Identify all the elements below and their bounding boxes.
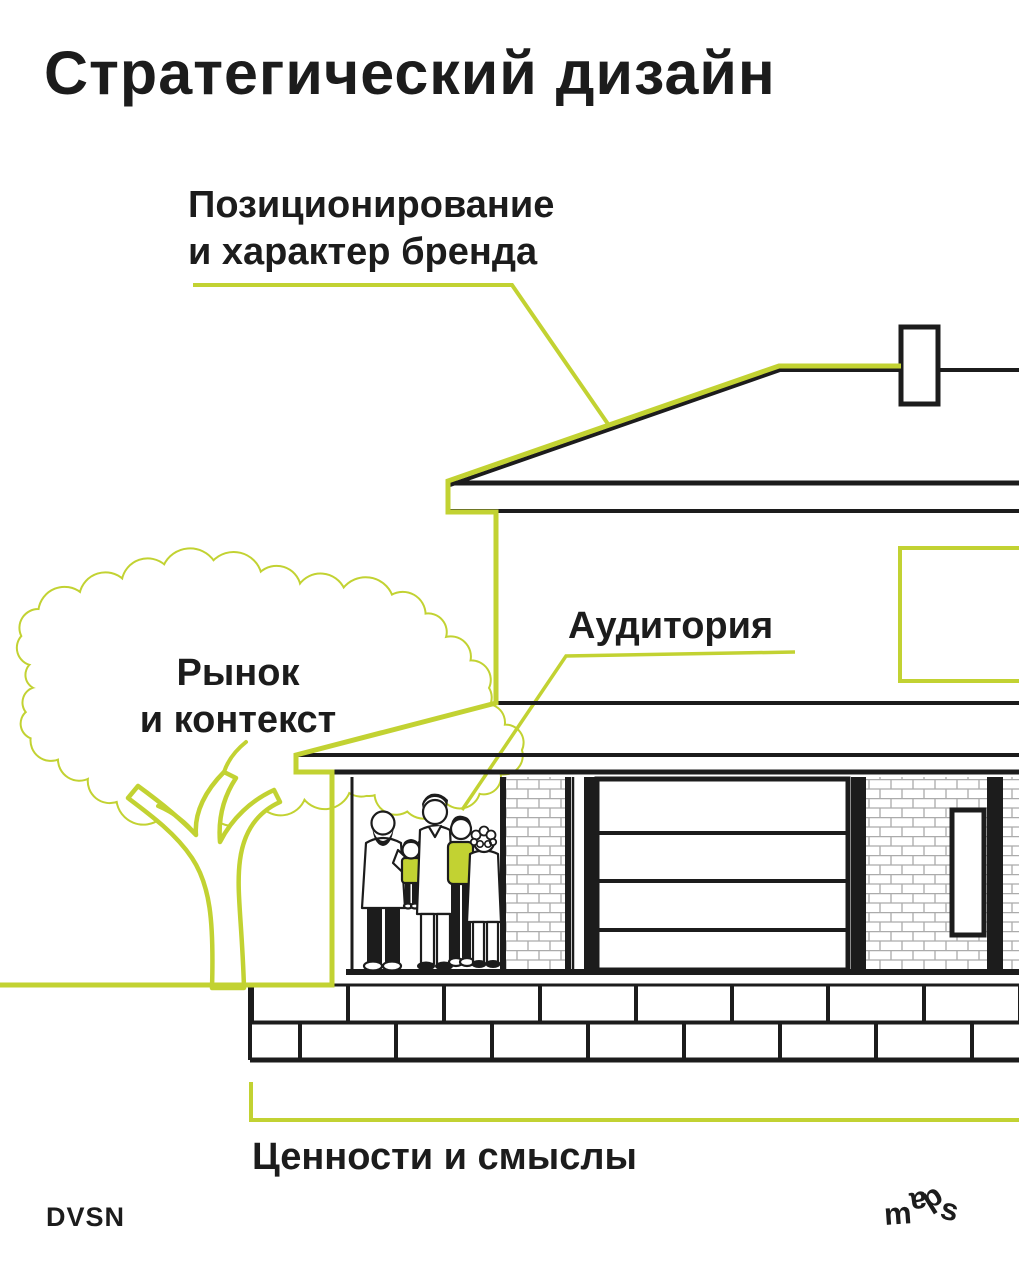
tree-trunk: [125, 769, 283, 991]
label-values: Ценности и смыслы: [252, 1136, 637, 1178]
label-positioning-line1: Позиционирование: [188, 184, 555, 226]
family-illustration: [360, 793, 503, 972]
house-illustration: [0, 324, 1019, 1063]
garage-door: [594, 776, 851, 973]
pointer-values: [249, 1082, 1019, 1122]
glasses-icon: [475, 839, 492, 848]
brand-dvsn: DVSN: [46, 1202, 126, 1232]
garage-right-post: [851, 777, 866, 970]
narrow-window: [949, 807, 987, 938]
label-positioning-line2: и характер бренда: [188, 231, 538, 273]
tree-twigs: [156, 740, 248, 837]
brick-pillar-left-edge: [500, 777, 506, 970]
man-figure: [415, 793, 456, 971]
door-left-post: [584, 777, 596, 970]
mads-letter-m: m: [882, 1195, 913, 1232]
brand-mads-logo: mads: [883, 1181, 962, 1232]
page-title: Стратегический дизайн: [44, 39, 776, 107]
foundation: [248, 983, 1019, 1063]
label-market-line2: и контекст: [139, 699, 337, 741]
brick-pillar: [505, 777, 566, 970]
pointer-positioning: [193, 283, 610, 426]
grandmother-figure: [465, 825, 503, 968]
pointer-audience: [460, 650, 796, 811]
upper-window: [898, 546, 1019, 683]
house-accent-outline: [0, 363, 901, 988]
right-corner-post: [987, 777, 1003, 970]
label-market-line1: Рынок: [176, 652, 300, 694]
chimney: [898, 324, 941, 407]
label-market: Рынок и контекст: [88, 650, 388, 744]
label-audience: Аудитория: [568, 605, 774, 647]
label-positioning: Позиционирование и характер бренда: [188, 182, 554, 276]
brick-pillar-right-edge: [565, 777, 571, 970]
pointer-lines: [193, 283, 1019, 1122]
